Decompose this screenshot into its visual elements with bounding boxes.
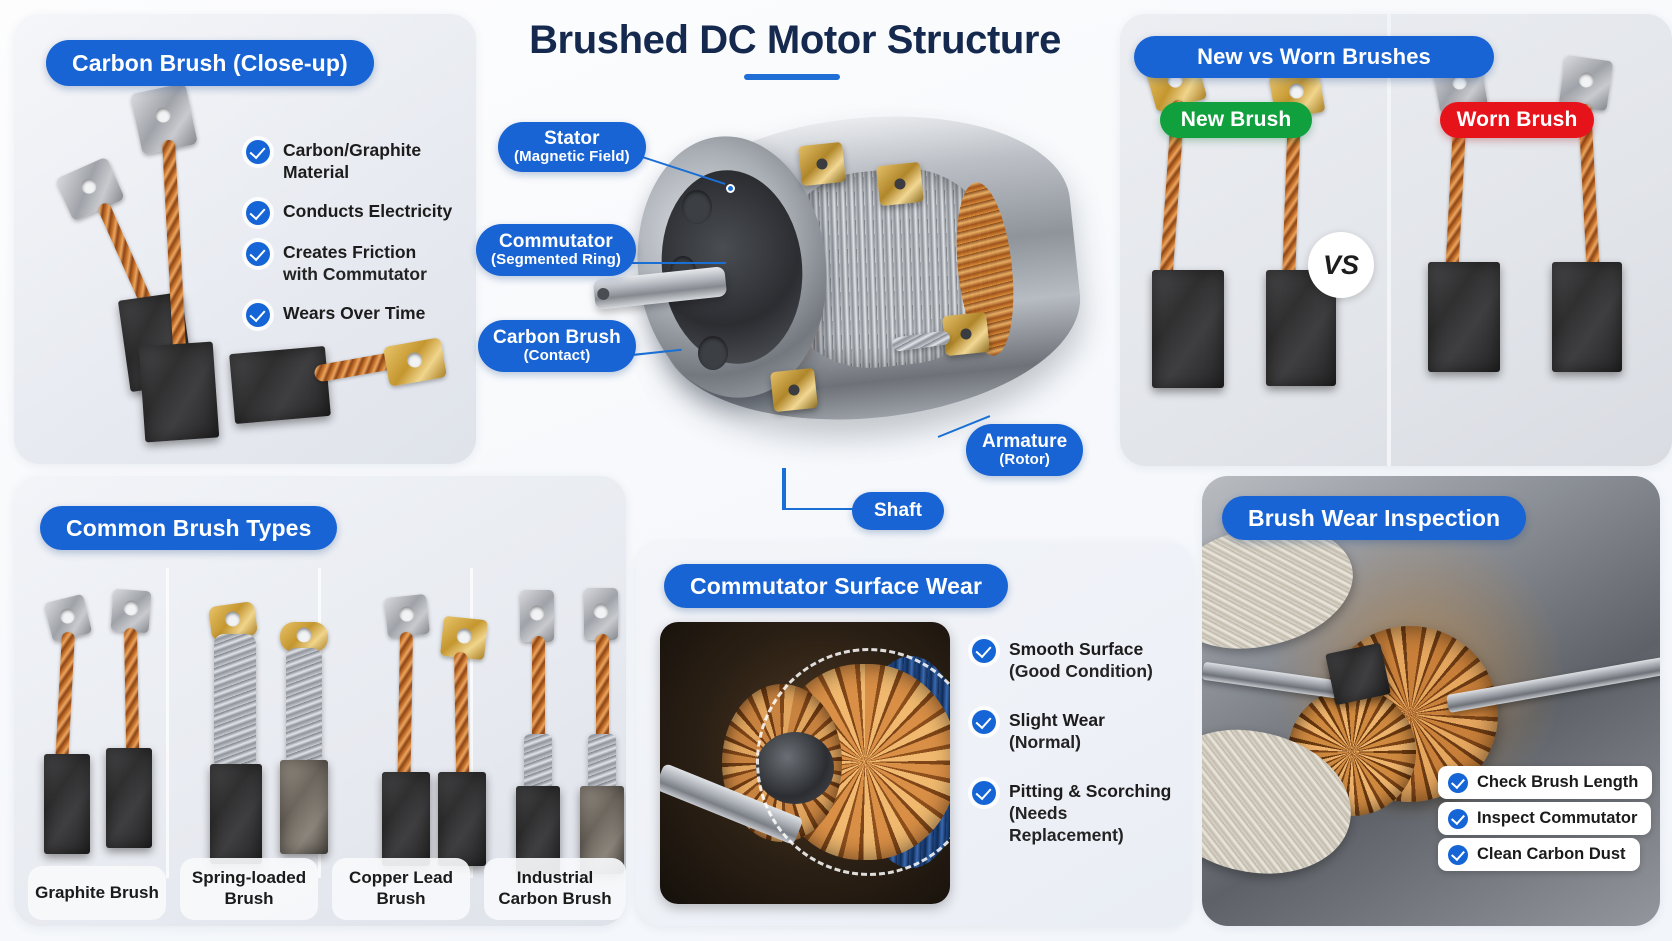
- check-label: Conducts Electricity: [283, 200, 453, 221]
- check-sublabel: (Needs Replacement): [1009, 802, 1124, 846]
- panel-heading-brush-types: Common Brush Types: [40, 506, 338, 550]
- label-title: Carbon Brush: [493, 327, 621, 349]
- check-label: Smooth Surface: [1009, 639, 1144, 659]
- panel-heading-commutator-wear: Commutator Surface Wear: [664, 564, 1009, 608]
- check-circle-icon: [1448, 773, 1468, 793]
- motor-label-commutator: Commutator (Segmented Ring): [476, 224, 636, 276]
- panel-carbon-brush-closeup: Carbon Brush (Close-up) Carbon/Graphite …: [14, 14, 476, 464]
- brush-holder: [798, 141, 846, 187]
- check-circle-icon: [246, 200, 270, 225]
- motor-label-stator: Stator (Magnetic Field): [498, 122, 646, 172]
- check-circle-icon: [1448, 845, 1468, 865]
- check-circle-icon: [246, 140, 270, 164]
- label-title: Armature: [982, 431, 1068, 453]
- chip-label: Check Brush Length: [1477, 773, 1639, 791]
- brush-type-label-industrial: Industrial Carbon Brush: [484, 858, 626, 920]
- panel-heading-new-vs-worn: New vs Worn Brushes: [1134, 36, 1494, 78]
- chip-inspect-commutator: Inspect Commutator: [1438, 802, 1652, 835]
- check-circle-icon: [246, 302, 270, 327]
- leader-line-shaft-vert: [782, 468, 786, 510]
- motor-cutaway-illustration: [586, 78, 1146, 498]
- list-item: Pitting & Scorching (Needs Replacement): [972, 780, 1182, 847]
- label-line2: Brush: [376, 889, 426, 908]
- new-brush-badge: New Brush: [1160, 102, 1312, 138]
- check-label: Pitting & Scorching: [1009, 780, 1172, 801]
- check-circle-icon: [246, 241, 270, 266]
- commutator-highlight-ring: [741, 633, 950, 891]
- label-sub: (Contact): [523, 347, 591, 365]
- title-underline: [744, 74, 840, 80]
- panel-common-brush-types: Common Brush Types Graphite Brush Spring…: [14, 476, 626, 926]
- check-sublabel: (Normal): [1009, 732, 1081, 753]
- check-sublabel: with Commutator: [283, 264, 427, 285]
- check-circle-icon: [972, 780, 996, 805]
- motor-label-armature: Armature (Rotor): [966, 424, 1084, 476]
- label-line1: Industrial: [516, 868, 594, 888]
- commutator-wear-checklist: Smooth Surface (Good Condition) Slight W…: [972, 638, 1182, 863]
- chip-check-brush-length: Check Brush Length: [1438, 766, 1653, 799]
- carbon-brush-checklist: Carbon/Graphite Material Conducts Electr…: [246, 139, 462, 343]
- panel-new-vs-worn: New vs Worn Brushes New Brush Worn Brush: [1120, 14, 1672, 466]
- panel-heading-brush-wear-inspection: Brush Wear Inspection: [1222, 496, 1527, 540]
- brush-holder: [876, 161, 924, 207]
- label-sub: (Segmented Ring): [491, 251, 621, 269]
- check-sublabel: (Good Condition): [1009, 661, 1153, 682]
- panel-heading-carbon-brush: Carbon Brush (Close-up): [46, 40, 374, 86]
- brush-holder: [942, 311, 990, 357]
- brush-types-photo: [14, 476, 626, 926]
- chip-label: Clean Carbon Dust: [1477, 845, 1626, 863]
- motor-vent-hole: [682, 190, 712, 224]
- column-divider: [470, 568, 473, 878]
- leader-line-commutator: [600, 262, 726, 264]
- motor-label-shaft: Shaft: [852, 492, 944, 530]
- commutator-photo: [660, 622, 950, 904]
- check-circle-icon: [972, 709, 996, 734]
- brush-type-label-copper-lead: Copper Lead Brush: [332, 858, 470, 920]
- chip-clean-carbon-dust: Clean Carbon Dust: [1438, 838, 1640, 871]
- brush-holder: [770, 367, 818, 413]
- page-title: Brushed DC Motor Structure: [529, 18, 1061, 62]
- new-vs-worn-photo: [1120, 14, 1672, 466]
- label-title: Stator: [544, 128, 600, 150]
- column-divider: [166, 568, 169, 878]
- check-label: Creates Friction: [283, 241, 417, 262]
- check-label: Slight Wear: [1009, 709, 1105, 730]
- list-item: Slight Wear (Normal): [972, 709, 1182, 754]
- label-line1: Graphite Brush: [35, 882, 159, 902]
- list-item: Conducts Electricity: [246, 200, 462, 225]
- brush-type-label-graphite: Graphite Brush: [28, 866, 166, 920]
- check-circle-icon: [1448, 809, 1468, 829]
- check-label: Wears Over Time: [283, 302, 426, 323]
- label-line2: Carbon Brush: [498, 889, 612, 908]
- check-label: Carbon/Graphite Material: [283, 140, 422, 183]
- leader-dot-stator: [726, 184, 735, 193]
- list-item: Smooth Surface (Good Condition): [972, 638, 1182, 683]
- vs-badge: VS: [1308, 232, 1374, 298]
- check-circle-icon: [972, 639, 996, 663]
- brush-type-label-spring-loaded: Spring-loaded Brush: [180, 858, 318, 920]
- label-line1: Spring-loaded: [191, 868, 307, 888]
- leader-line-shaft: [786, 508, 854, 510]
- list-item: Carbon/Graphite Material: [246, 139, 462, 184]
- list-item: Wears Over Time: [246, 302, 462, 327]
- list-item: Creates Friction with Commutator: [246, 241, 462, 286]
- label-sub: (Rotor): [999, 451, 1050, 469]
- carbon-brush-photo: [14, 14, 476, 464]
- commutator-hub: [756, 732, 834, 804]
- label-sub: (Magnetic Field): [514, 148, 630, 166]
- panel-commutator-surface-wear: Commutator Surface Wear Smooth Surface (…: [636, 542, 1192, 926]
- label-title: Commutator: [498, 231, 613, 253]
- worn-brush-badge: Worn Brush: [1440, 102, 1594, 138]
- panel-brush-wear-inspection: Brush Wear Inspection Check Brush Length…: [1202, 476, 1660, 926]
- motor-label-carbon-brush: Carbon Brush (Contact): [478, 320, 636, 372]
- panel-divider: [1387, 14, 1391, 466]
- motor-vent-hole: [698, 336, 728, 370]
- label-line2: Brush: [224, 889, 274, 908]
- label-line1: Copper Lead: [349, 868, 453, 888]
- chip-label: Inspect Commutator: [1477, 809, 1638, 827]
